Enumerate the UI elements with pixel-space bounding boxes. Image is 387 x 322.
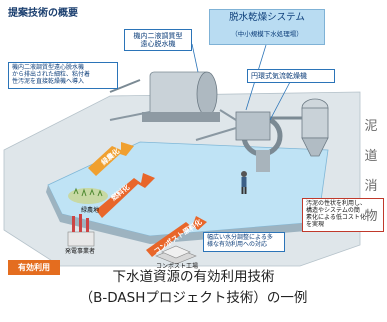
power-plant-illustration — [67, 214, 95, 247]
right-edge-text: 泥 道 消 物 — [364, 119, 378, 224]
caption-line-1: 下水道資源の有効利用技術 — [112, 269, 275, 285]
arrow-green — [88, 142, 134, 176]
worker-figure — [241, 171, 247, 194]
arrow-compost — [146, 216, 207, 257]
system-box — [209, 9, 325, 45]
destination-power-plant: 発電事業者 — [64, 248, 95, 255]
system-title: 脱水乾燥システム — [229, 12, 305, 23]
pipe-line — [109, 109, 237, 141]
dehydrator-label: 機内二液調質型 遠心脱水機 — [124, 29, 192, 52]
leader-dryer — [269, 81, 291, 121]
arrow-fuel — [96, 173, 155, 218]
channel-wall — [46, 185, 318, 244]
destination-compost-plant: コンポスト工場 — [155, 263, 198, 270]
moisture-adjustment-label: 幅広い水分調整による多 様な有効利用への対応 — [203, 232, 285, 252]
feed-description: 機内二液調質型遠心脱水機 から排出された細粒、粘付着 性汚泥を直接乾燥機へ導入 — [8, 62, 118, 89]
dehydrator-machine — [109, 71, 220, 122]
page-heading: 提案技術の概要 — [8, 8, 78, 19]
caption-line-2: （B-DASHプロジェクト技術）の一例 — [79, 290, 308, 306]
destination-green-land: 緑農地 — [80, 207, 99, 214]
effective-use-badge: 有効利用 — [8, 260, 60, 275]
dryer-machine — [235, 98, 329, 172]
cost-reduction-explanation: 汚泥の性状を利用し、 構造やシステムの簡 素化による低コスト化 を実現 — [302, 198, 384, 232]
leader-dehydrator — [191, 43, 199, 73]
compost-plant-illustration — [155, 245, 197, 265]
dryer-label: 円環式気流乾燥機 — [247, 69, 335, 84]
green-land-illustration — [68, 187, 108, 204]
system-subtitle: （中小規模下水処理場） — [231, 30, 303, 38]
